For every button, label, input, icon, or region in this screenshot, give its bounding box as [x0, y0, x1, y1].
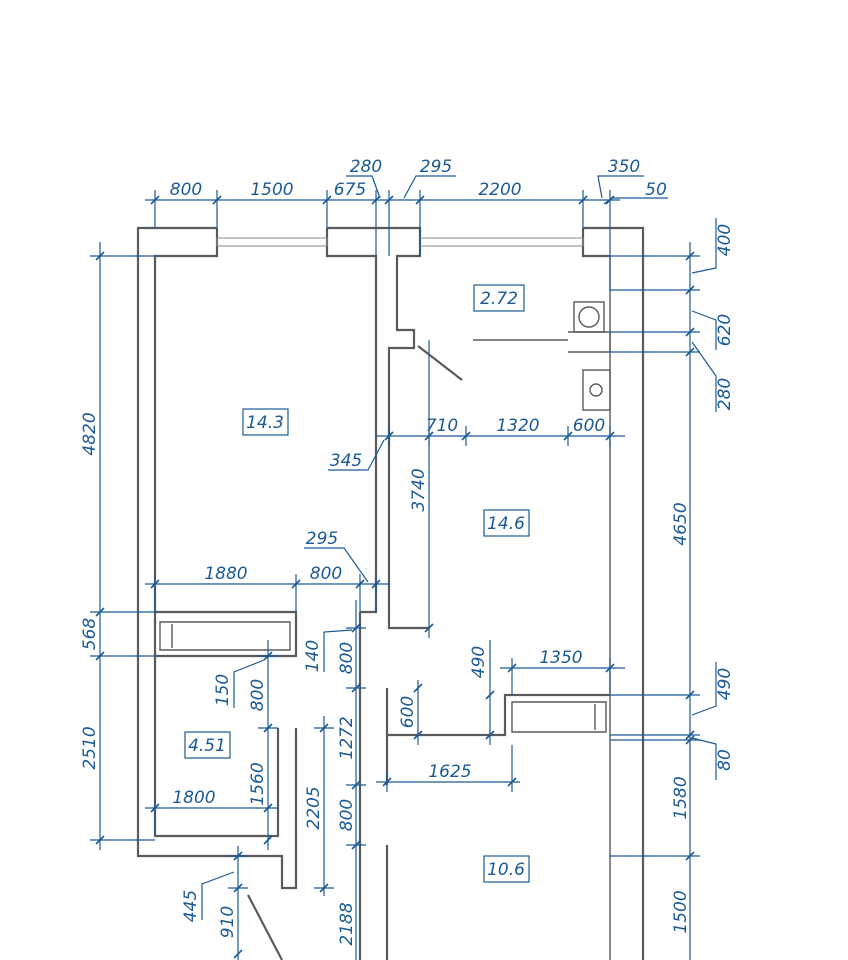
dimension-label: 3740 — [409, 468, 429, 511]
walls — [136, 226, 645, 960]
dimension-label: 800 — [310, 564, 342, 584]
wardrobe-inner — [511, 701, 607, 733]
window-right — [419, 237, 584, 247]
dimension-label: 600 — [573, 416, 605, 436]
stove-burner-icon — [578, 306, 600, 328]
dimension-label: 295 — [306, 529, 338, 549]
top-pier-left — [153, 228, 280, 838]
dimension-label: 1800 — [172, 788, 215, 808]
dimension-label: 140 — [303, 640, 323, 672]
room-area-label: 2.72 — [480, 289, 518, 309]
dimension-label: 800 — [337, 799, 357, 831]
dimension-label: 490 — [715, 668, 735, 700]
dim-chain-right: 400 620 280 4650 490 80 1580 1500 — [610, 218, 735, 960]
dim-inner: 710 1320 600 345 3740 295 1880 800 — [145, 340, 625, 960]
top-pier-center — [327, 226, 429, 630]
dim-chain-left: 4820 568 2510 — [80, 242, 155, 850]
dimension-label: 675 — [334, 180, 366, 200]
dimension-label: 50 — [645, 180, 667, 200]
dimension-label: 4820 — [80, 412, 100, 455]
dimension-label: 2510 — [80, 726, 100, 769]
dimension-label: 2205 — [304, 786, 324, 829]
outer-wall-right — [583, 226, 645, 960]
room-label-box — [184, 731, 231, 759]
dimension-label: 800 — [337, 642, 357, 674]
dimension-label: 1272 — [337, 716, 357, 759]
dimension-label: 710 — [426, 416, 458, 436]
dimension-label: 2200 — [478, 180, 521, 200]
dimension-label: 2188 — [337, 902, 357, 945]
dim-chain-top: 800 1500 675 280 295 2200 350 50 — [145, 157, 668, 290]
top-pier-center-inner — [325, 228, 378, 614]
dimension-label: 4650 — [671, 502, 691, 545]
dimension-label: 568 — [80, 618, 100, 651]
dimension-label: 280 — [715, 378, 735, 410]
outer-wall-left — [136, 226, 298, 890]
dimension-label: 1625 — [428, 762, 471, 782]
room-labels: 14.3 2.72 14.6 4.51 10.6 — [184, 284, 530, 883]
sink-drain-icon — [589, 383, 603, 397]
window-left — [216, 237, 328, 247]
dimension-label: 1880 — [204, 564, 247, 584]
dimension-label: 490 — [469, 646, 489, 678]
dimension-label: 400 — [715, 224, 735, 256]
dimension-label: 1500 — [671, 890, 691, 933]
top-pier-right — [581, 228, 610, 258]
sink — [582, 369, 611, 411]
dimension-label: 1500 — [250, 180, 293, 200]
kitchen-door-leaf — [417, 345, 463, 381]
dimension-label: 345 — [330, 451, 362, 471]
dimension-label: 80 — [715, 749, 735, 771]
dimension-label: 800 — [170, 180, 202, 200]
room-area-label: 14.3 — [246, 413, 284, 433]
dimension-label: 150 — [213, 674, 233, 706]
partition-14-6-10-6 — [387, 693, 610, 737]
dimension-label: 280 — [350, 157, 382, 177]
room-label-box — [483, 855, 530, 883]
dimension-label: 295 — [420, 157, 452, 177]
dimension-label: 350 — [608, 157, 640, 177]
dimension-label: 445 — [181, 890, 201, 922]
dimension-label: 1560 — [248, 762, 268, 805]
room-label-box — [483, 509, 530, 537]
dimension-label: 910 — [218, 906, 238, 938]
counter — [568, 331, 611, 353]
room-area-label: 14.6 — [487, 514, 525, 534]
dimension-label: 1320 — [496, 416, 539, 436]
room-label-box — [242, 408, 289, 436]
dimension-label: 800 — [248, 679, 268, 711]
room-area-label: 10.6 — [487, 860, 525, 880]
closet-partition — [155, 610, 298, 658]
dimension-label: 620 — [715, 314, 735, 346]
closet-inner — [159, 621, 291, 651]
dimension-label: 600 — [398, 696, 418, 728]
lower-door-leaf — [247, 894, 283, 960]
room-area-label: 4.51 — [188, 736, 226, 756]
dimension-label: 1350 — [539, 648, 582, 668]
dimension-label: 1580 — [671, 776, 691, 819]
room-label-box — [473, 284, 525, 312]
